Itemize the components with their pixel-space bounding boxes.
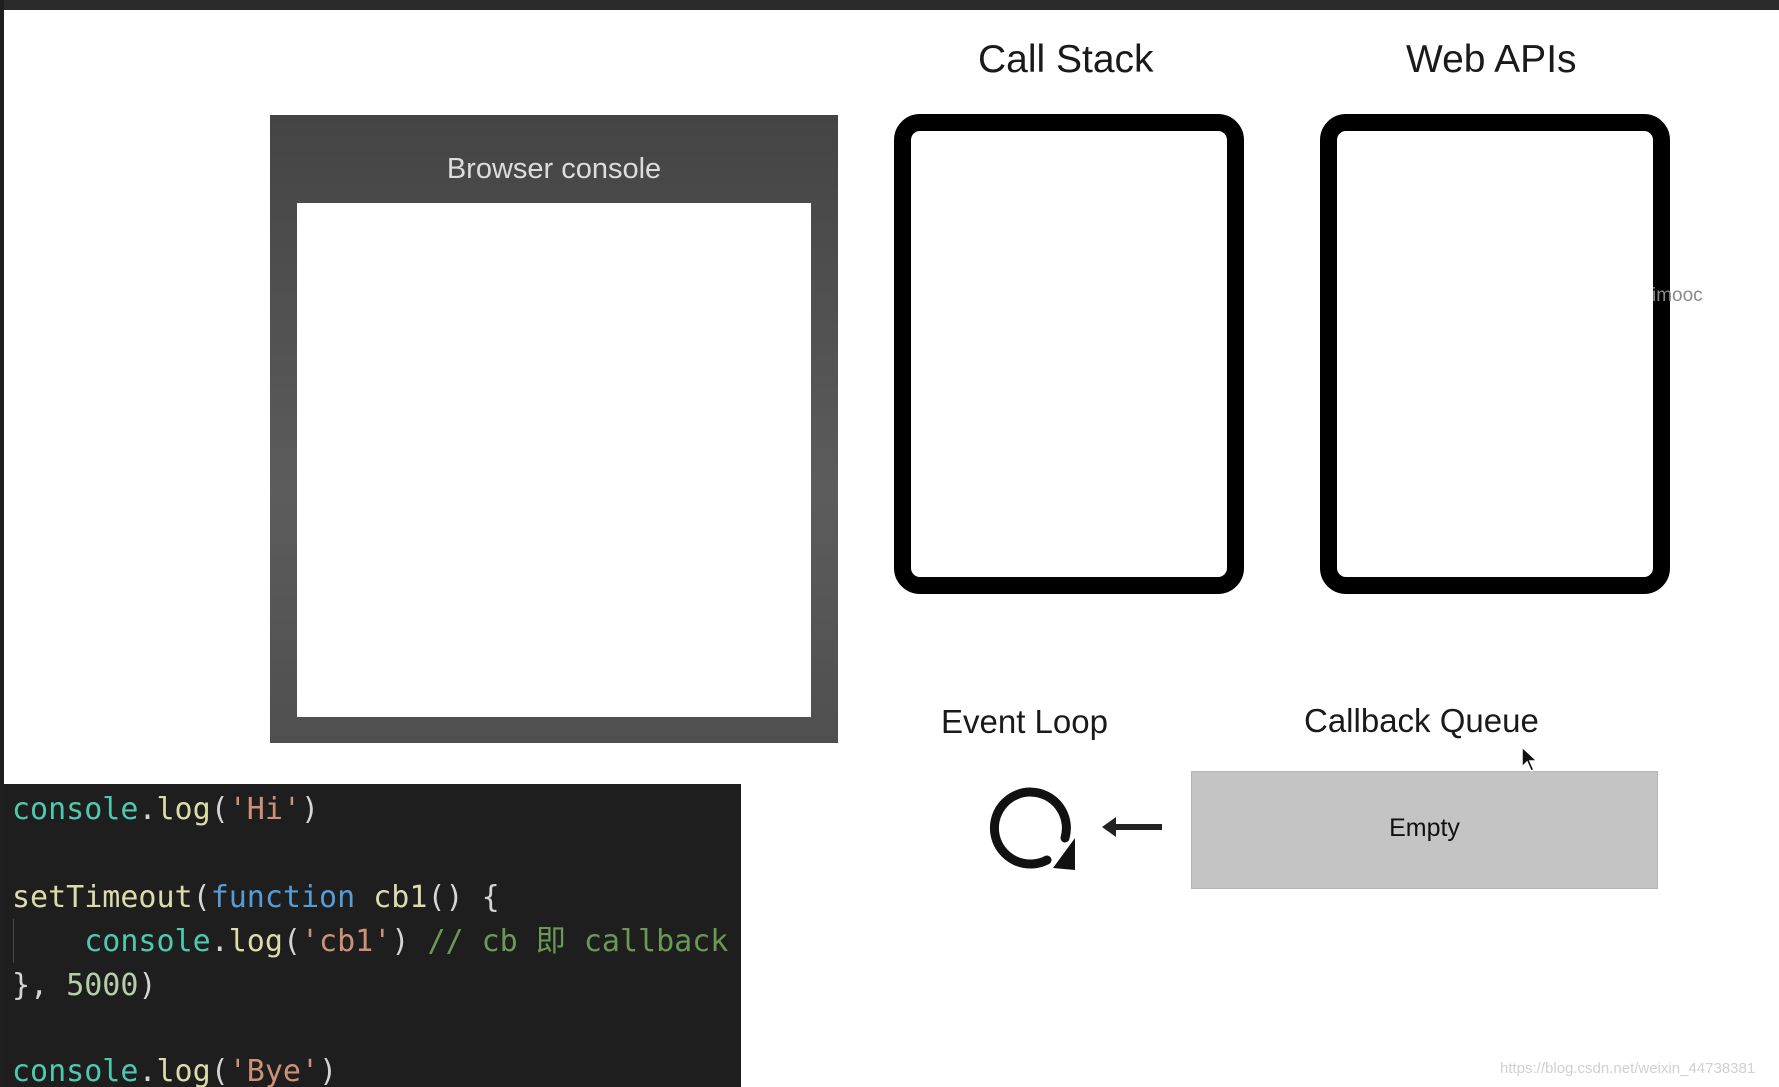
refresh-loop-icon	[989, 787, 1075, 870]
code-line-4: console.log('cb1') // cb 即 callback	[84, 924, 729, 959]
call-stack-box	[894, 114, 1244, 594]
mouse-cursor-icon	[1521, 745, 1539, 772]
imooc-watermark: imooc	[1652, 285, 1703, 306]
callback-queue-empty-label: Empty	[1389, 814, 1460, 842]
csdn-url-watermark: https://blog.csdn.net/weixin_44738381	[1500, 1060, 1756, 1077]
code-line-3: setTimeout(function cb1() {	[12, 880, 500, 915]
web-apis-box	[1320, 114, 1670, 594]
code-line-5: }, 5000)	[12, 968, 157, 1003]
browser-console-panel: Browser console	[270, 115, 838, 743]
browser-console-output	[297, 203, 811, 717]
event-loop-title: Event Loop	[941, 703, 1108, 740]
top-edge-strip	[0, 0, 1779, 10]
left-edge-strip	[0, 0, 4, 1087]
code-line-1: console.log('Hi')	[12, 792, 320, 827]
web-apis-title: Web APIs	[1406, 38, 1577, 81]
code-editor-panel: console.log('Hi') setTimeout(function cb…	[4, 784, 741, 1087]
callback-queue-title: Callback Queue	[1304, 702, 1539, 739]
browser-console-title: Browser console	[446, 153, 662, 185]
arrow-left-icon	[1102, 817, 1162, 837]
code-line-7: console.log('Bye')	[12, 1054, 338, 1087]
indent-guide	[13, 919, 14, 963]
callback-queue-box: Empty	[1191, 771, 1658, 889]
call-stack-title: Call Stack	[978, 38, 1154, 81]
